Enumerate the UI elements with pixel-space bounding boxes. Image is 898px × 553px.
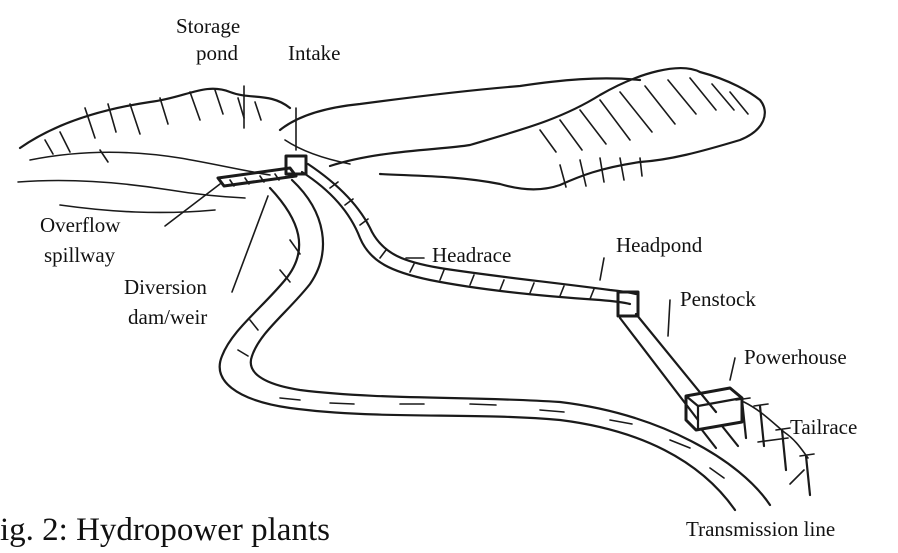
- label-transmission-line: Transmission line: [686, 517, 835, 541]
- label-tailrace: Tailrace: [790, 415, 857, 439]
- label-storage-pond-line2: pond: [196, 41, 239, 65]
- right-mountain: [330, 68, 765, 189]
- label-storage-pond-line1: Storage: [176, 14, 240, 38]
- label-headrace: Headrace: [432, 243, 511, 267]
- label-powerhouse: Powerhouse: [744, 345, 847, 369]
- left-hills: [18, 89, 290, 213]
- diversion-dam: [218, 168, 296, 186]
- storage-pond: [280, 78, 640, 164]
- label-diversion-dam-line2: dam/weir: [128, 305, 207, 329]
- label-overflow-spillway-line1: Overflow: [40, 213, 121, 237]
- label-overflow-spillway-line2: spillway: [44, 243, 116, 267]
- penstock-pipe: [620, 300, 716, 420]
- label-intake: Intake: [288, 41, 340, 65]
- figure-caption: ig. 2: Hydropower plants: [0, 512, 330, 548]
- river: [220, 180, 770, 510]
- label-diversion-dam-line1: Diversion: [124, 275, 207, 299]
- label-penstock: Penstock: [680, 287, 756, 311]
- powerhouse-building: [686, 358, 742, 430]
- headpond: [600, 258, 638, 316]
- leader-lines: [165, 86, 424, 292]
- label-headpond: Headpond: [616, 233, 703, 257]
